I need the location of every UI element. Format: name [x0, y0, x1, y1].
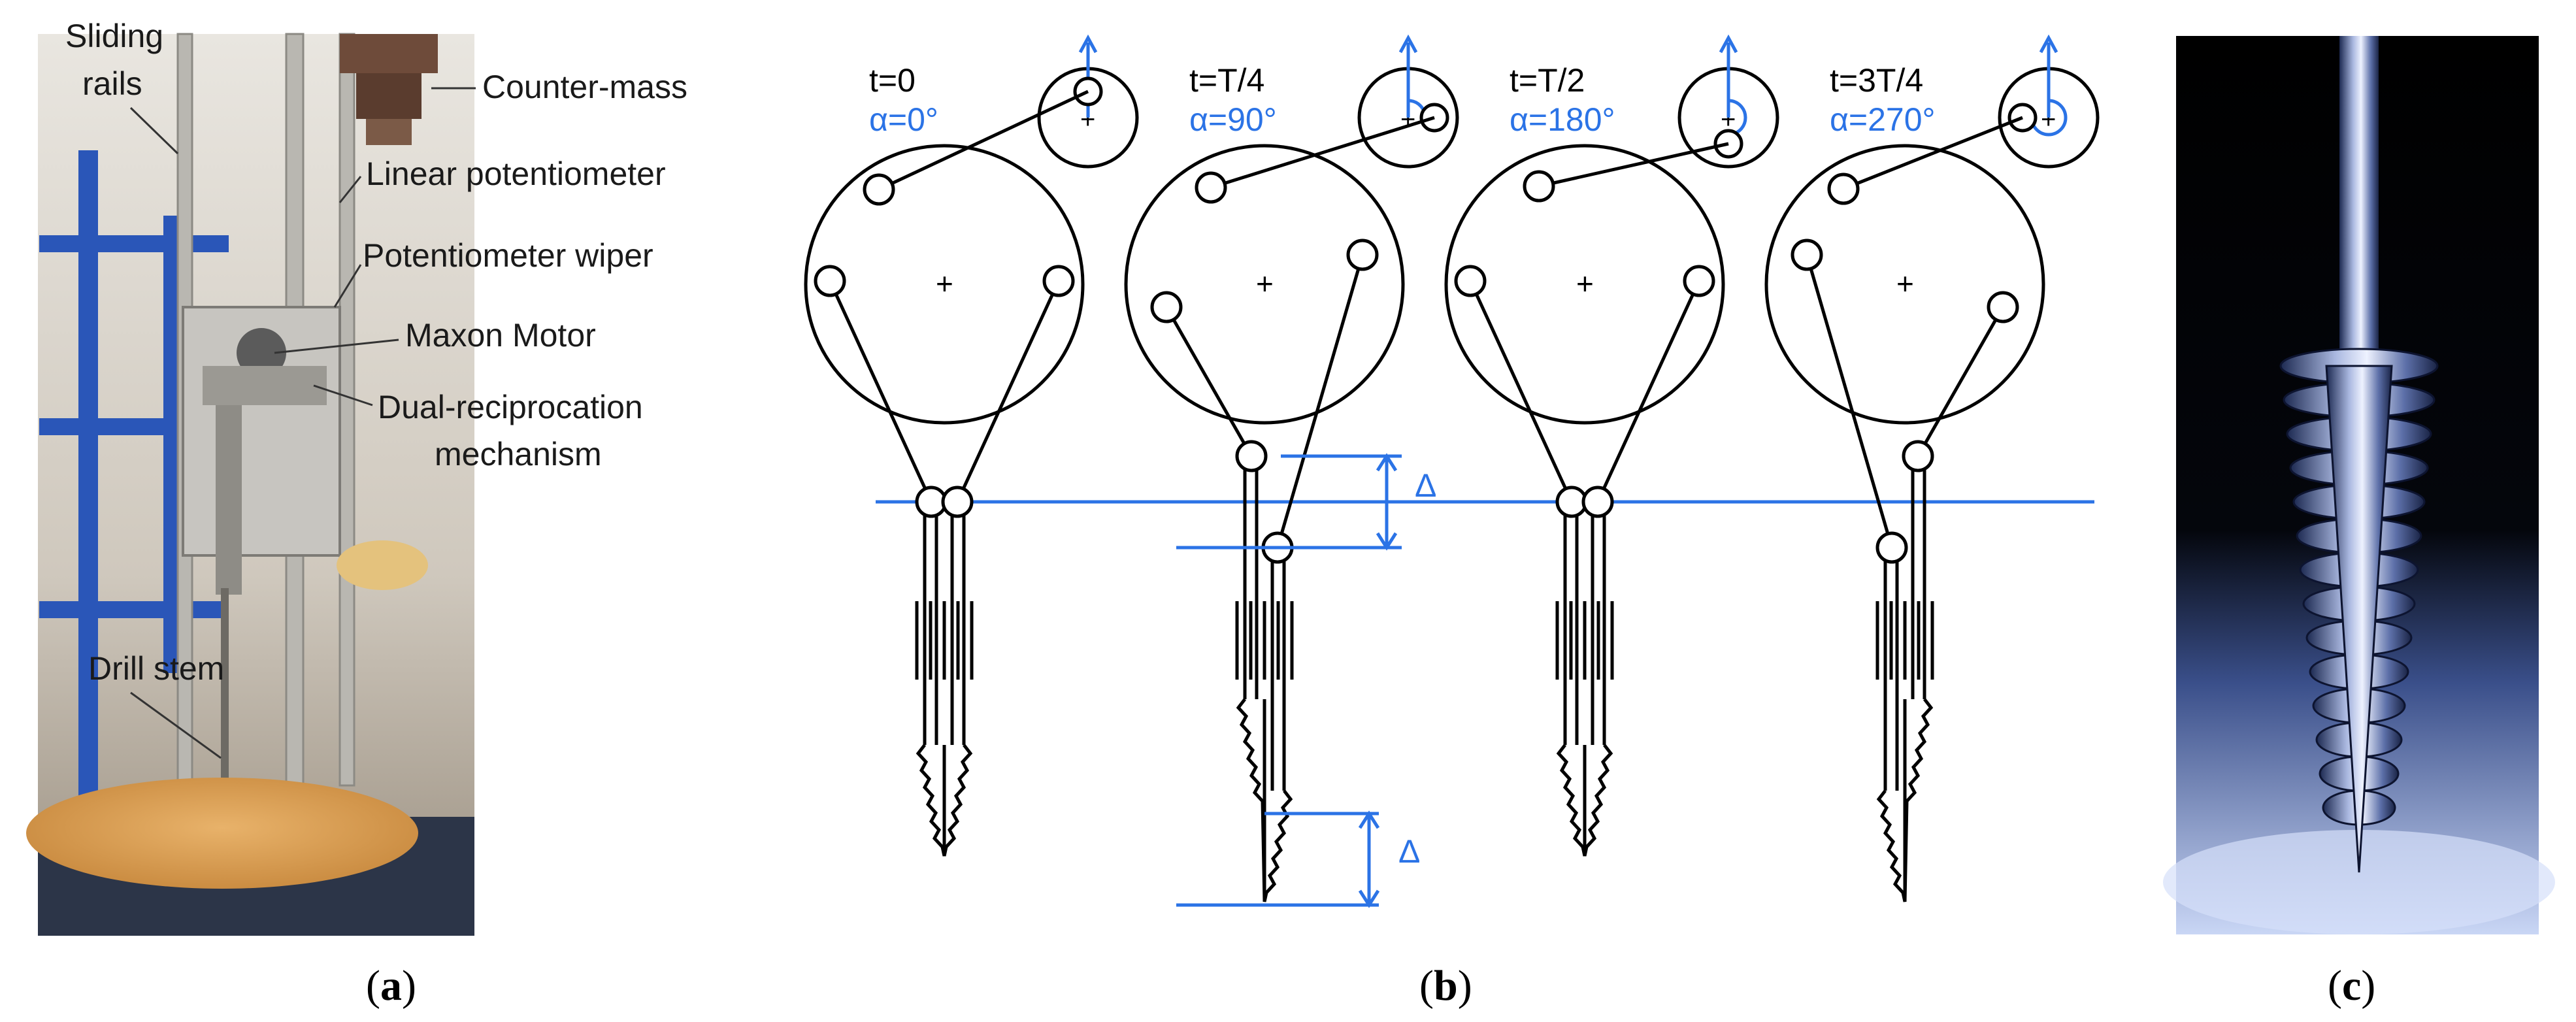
left-bit-half: [916, 744, 946, 857]
left-joint: [1555, 486, 1588, 518]
label-linear-potentiometer: Linear potentiometer: [366, 156, 666, 192]
left-link: [828, 280, 933, 503]
label-dual-reciprocation: Dual-reciprocation: [378, 389, 643, 425]
label-mechanism: mechanism: [435, 436, 602, 472]
delta-bit-arrowheads: [1358, 810, 1380, 908]
right-wheel-pin: [1346, 239, 1379, 271]
right-bit-half: [1583, 744, 1613, 857]
right-link: [955, 280, 1061, 503]
cob-object-icon: [337, 540, 428, 590]
alpha-arrowhead: [1398, 34, 1418, 54]
label-potentiometer-wiper: Potentiometer wiper: [363, 237, 653, 274]
panel-b-schematic: t=0α=0°++t=T/4α=90°++ΔΔt=T/2α=180°++t=3T…: [804, 34, 2100, 908]
caption-a: (a): [366, 962, 416, 1010]
left-link: [1805, 254, 1894, 548]
left-joint: [1235, 440, 1268, 472]
label-drill-stem: Drill stem: [88, 650, 224, 687]
label-maxon-motor: Maxon Motor: [405, 317, 596, 354]
right-joint: [1581, 486, 1614, 518]
left-link: [1468, 280, 1574, 503]
alpha-arc: [2030, 99, 2068, 137]
mechanism-stage-3: t=3T/4α=270° + +: [1764, 34, 2100, 902]
stage-angle-label: α=180°: [1510, 101, 1615, 138]
right-link: [1596, 280, 1701, 503]
mechanism-stage-1: t=T/4α=90°++ΔΔ: [1124, 34, 1459, 908]
delta-label-upper: Δ: [1415, 467, 1436, 504]
stage-angle-label: α=270°: [1830, 101, 1936, 138]
connecting-rod: [1843, 116, 2023, 191]
left-bit-half: [1876, 789, 1907, 902]
stage-time-label: t=3T/4: [1830, 62, 1923, 99]
alpha-arrowhead: [2039, 34, 2058, 54]
panel-c-photo: [2163, 36, 2555, 934]
wheel-center-mark: +: [1256, 267, 1274, 301]
right-wheel-pin: [1042, 265, 1075, 297]
wheel-pin: [1523, 170, 1555, 203]
left-wheel-pin: [1791, 239, 1823, 271]
left-link: [1164, 306, 1253, 457]
main-wheel: [1124, 144, 1405, 425]
left-joint: [915, 486, 948, 518]
crank-center-mark: +: [2041, 105, 2056, 134]
connecting-rod: [1210, 116, 1435, 190]
right-bit-half: [942, 744, 973, 857]
caption-b: (b): [1419, 962, 1472, 1010]
main-wheel: [1444, 144, 1725, 425]
main-wheel: [1764, 144, 2045, 425]
stage-time-label: t=T/2: [1510, 62, 1585, 99]
mechanism-stage-0: t=0α=0° + +: [804, 34, 1139, 857]
sand-barrel-icon: [26, 778, 474, 936]
auger-core: [2325, 365, 2393, 873]
right-link: [1916, 306, 2005, 457]
alpha-arrowhead: [1719, 34, 1738, 54]
wheel-pin: [863, 173, 895, 206]
left-wheel-pin: [1150, 291, 1183, 323]
auger-shaft-icon: [2339, 36, 2379, 376]
carriage-plate-icon: [182, 306, 341, 595]
wheel-pin: [1827, 173, 1860, 205]
caption-c: (c): [2328, 962, 2375, 1010]
right-bit-half: [1903, 698, 1934, 902]
mechanism-stage-2: t=T/2α=180° + +: [1444, 34, 1779, 857]
crank-center-mark: +: [1721, 105, 1736, 134]
left-wheel-pin: [1454, 265, 1487, 297]
crank-center-mark: +: [1080, 105, 1095, 134]
powder-surface-icon: [2163, 830, 2555, 934]
right-bit-half: [1263, 789, 1293, 902]
right-joint: [941, 486, 974, 518]
connecting-rod: [878, 90, 1089, 191]
label-counter-mass: Counter-mass: [482, 69, 687, 105]
wheel-pin: [1195, 171, 1227, 204]
left-wheel-pin: [814, 265, 846, 297]
wheel-center-mark: +: [1576, 267, 1594, 301]
stage-angle-label: α=0°: [869, 101, 938, 138]
stage-time-label: t=T/4: [1189, 62, 1264, 99]
auger-flights-icon: [2279, 348, 2439, 873]
delta-label-lower: Δ: [1398, 833, 1420, 870]
delta-arrowheads: [1376, 453, 1398, 551]
right-wheel-pin: [1987, 291, 2019, 323]
connecting-rod: [1538, 142, 1729, 188]
stage-angle-label: α=90°: [1189, 101, 1277, 138]
right-link: [1276, 254, 1364, 548]
wheel-center-mark: +: [1896, 267, 1914, 301]
left-bit-half: [1556, 744, 1587, 857]
stage-time-label: t=0: [869, 62, 916, 99]
right-wheel-pin: [1683, 265, 1715, 297]
left-bit-half: [1236, 698, 1266, 902]
label-sliding: Sliding: [65, 18, 163, 54]
wheel-center-mark: +: [936, 267, 953, 301]
counter-mass-icon: [340, 34, 438, 145]
main-wheel: [804, 144, 1085, 425]
panel-a-photo: Sliding rails Counter-mass Linear potent…: [26, 18, 687, 936]
right-joint: [1902, 440, 1934, 472]
left-joint: [1875, 531, 1908, 564]
label-rails: rails: [82, 65, 142, 102]
alpha-arrowhead: [1078, 34, 1098, 54]
